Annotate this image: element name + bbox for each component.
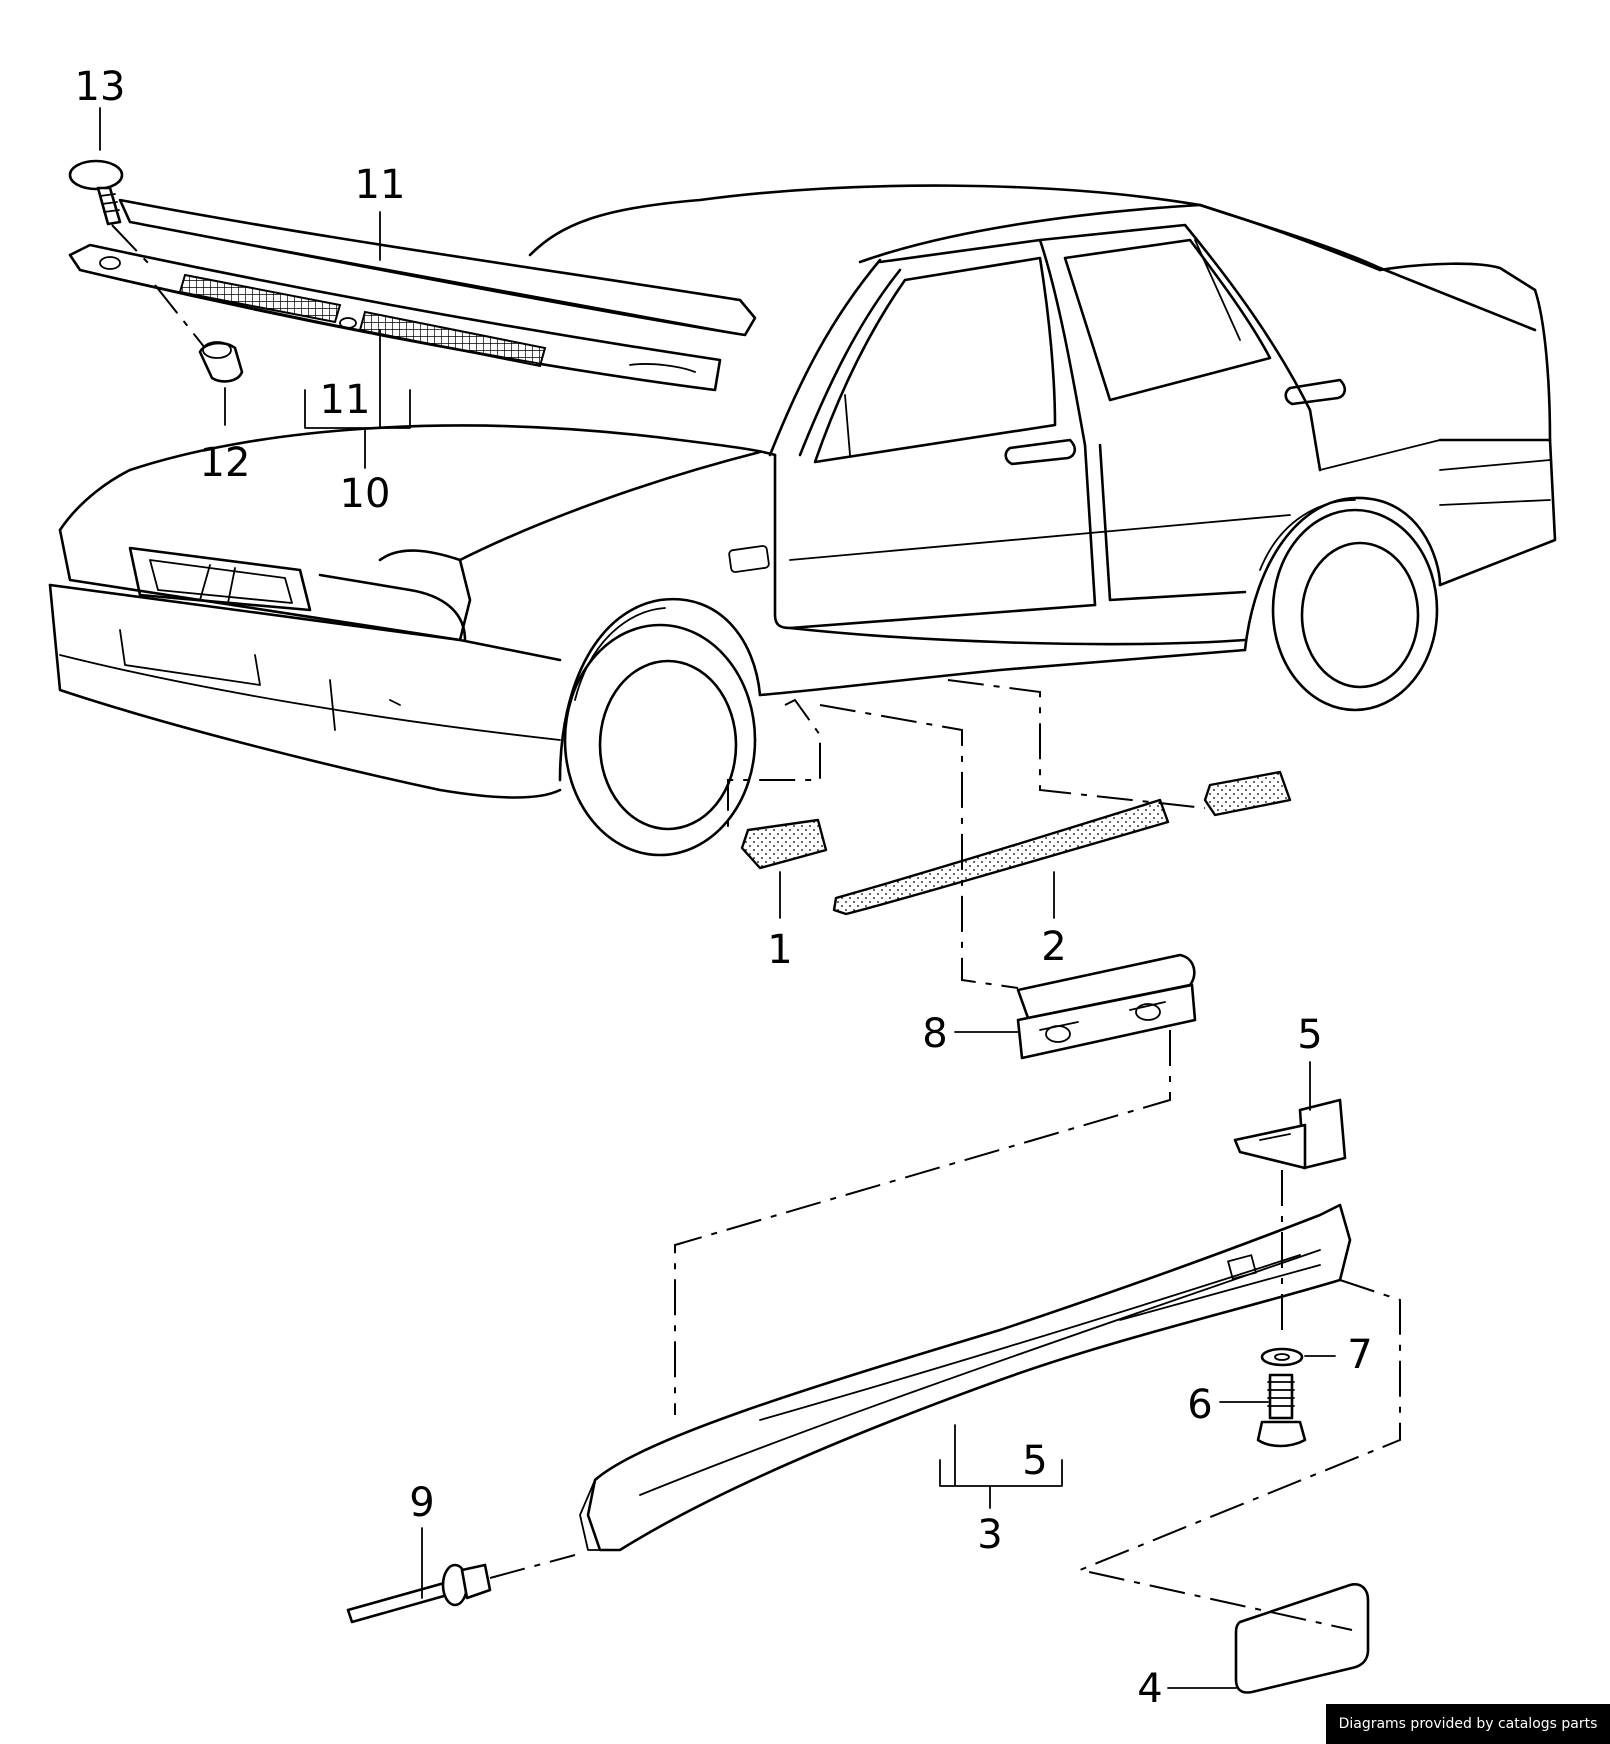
bracket-part-5 [1233,1098,1347,1170]
clip-part-8 [1016,953,1197,1060]
callout-5-bracket: 5 [1297,1012,1322,1058]
strip-part-2 [832,798,1170,916]
car-outline [48,184,1557,857]
rivet-part-9 [346,1563,492,1624]
callout-13: 13 [75,64,126,110]
side-skirt-part-3 [579,1203,1352,1552]
callout-4: 4 [1137,1666,1162,1712]
callout-8: 8 [922,1011,947,1057]
callout-1: 1 [767,927,792,973]
cowl-panel-part [68,198,757,392]
callout-12: 12 [200,440,251,486]
callout-labels: 13 11 11 12 10 1 2 8 5 7 6 5 3 9 4 [75,64,1373,1712]
screw-part-13 [68,159,124,226]
callout-7: 7 [1347,1332,1372,1378]
leader-lines [99,107,1336,1689]
credit-footer: Diagrams provided by catalogs parts [1326,1704,1610,1744]
screw-part-6 [1256,1373,1307,1448]
clip-part-12 [198,341,244,383]
assembly-lines [111,224,1401,1631]
strip-part-1 [740,818,828,870]
washer-part-7 [1260,1347,1304,1367]
end-cap-part-4 [1234,1583,1370,1694]
callout-10: 10 [340,471,391,517]
callout-2: 2 [1041,924,1066,970]
callout-11-bracket: 11 [320,377,371,423]
strip-part-2-rear [1203,770,1292,817]
callout-3: 3 [977,1512,1002,1558]
callout-9: 9 [409,1480,434,1526]
callout-5-skirt: 5 [1022,1438,1047,1484]
callout-11-top: 11 [355,162,406,208]
callout-6: 6 [1187,1382,1212,1428]
